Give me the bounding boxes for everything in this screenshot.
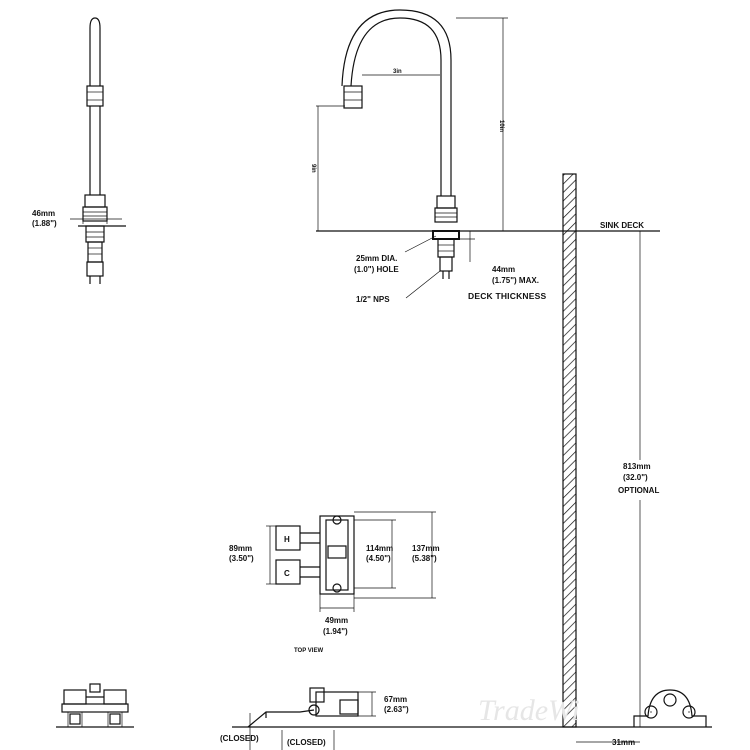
deck-thickness-label: DECK THICKNESS xyxy=(468,291,546,301)
height-dim-in: (32.0") xyxy=(623,473,648,482)
hole-dim-in: (1.0") HOLE xyxy=(354,265,399,274)
side-width-dim-in: (1.88") xyxy=(32,219,57,228)
nps-label: 1/2" NPS xyxy=(356,295,390,304)
pedal-c-label: C xyxy=(284,569,290,578)
optional-label: OPTIONAL xyxy=(618,486,659,495)
dim-49-in: (1.94") xyxy=(323,627,348,636)
wall-section xyxy=(562,173,577,728)
dim-137: 137mm xyxy=(412,544,440,553)
sink-deck-label: SINK DECK xyxy=(600,221,644,230)
side-view: 46mm (1.88") xyxy=(32,17,126,284)
offset-dim: 31mm xyxy=(612,738,635,747)
dim-89: 89mm xyxy=(229,544,252,553)
deck-dim: 44mm xyxy=(492,265,515,274)
dim-67: 67mm xyxy=(384,695,407,704)
dim-137-in: (5.38") xyxy=(412,554,437,563)
front-right-dim: 10in xyxy=(498,120,504,132)
dim-114-in: (4.50") xyxy=(366,554,391,563)
closed-left-label: (CLOSED) xyxy=(220,734,259,743)
height-dim: 813mm xyxy=(623,462,651,471)
closed-right-label: (CLOSED) xyxy=(287,738,326,747)
watermark: TradeWi xyxy=(478,694,580,727)
bottom-left-view xyxy=(56,683,134,728)
top-view-caption: TOP VIEW xyxy=(294,648,323,654)
front-view: 3in 9in 10in 25mm DIA. (1.0") HOLE 44mm … xyxy=(310,9,660,304)
side-width-dim: 46mm xyxy=(32,209,55,218)
front-left-dim: 9in xyxy=(310,164,316,173)
deck-dim-in: (1.75") MAX. xyxy=(492,276,539,285)
front-top-dim: 3in xyxy=(393,69,402,75)
top-view: H C 89mm (3.50") 114mm (4.50") 137mm (5.… xyxy=(229,511,440,654)
pedal-side-view: 67mm (2.63") (CLOSED) (CLOSED) xyxy=(220,687,409,750)
pedal-h-label: H xyxy=(284,535,290,544)
hole-dim: 25mm DIA. xyxy=(356,254,397,263)
dim-89-in: (3.50") xyxy=(229,554,254,563)
dim-114: 114mm xyxy=(366,544,393,553)
dim-49: 49mm xyxy=(325,616,348,625)
wall-view: 813mm (32.0") OPTIONAL 31mm TradeWi xyxy=(232,173,712,747)
dim-67-in: (2.63") xyxy=(384,705,409,714)
